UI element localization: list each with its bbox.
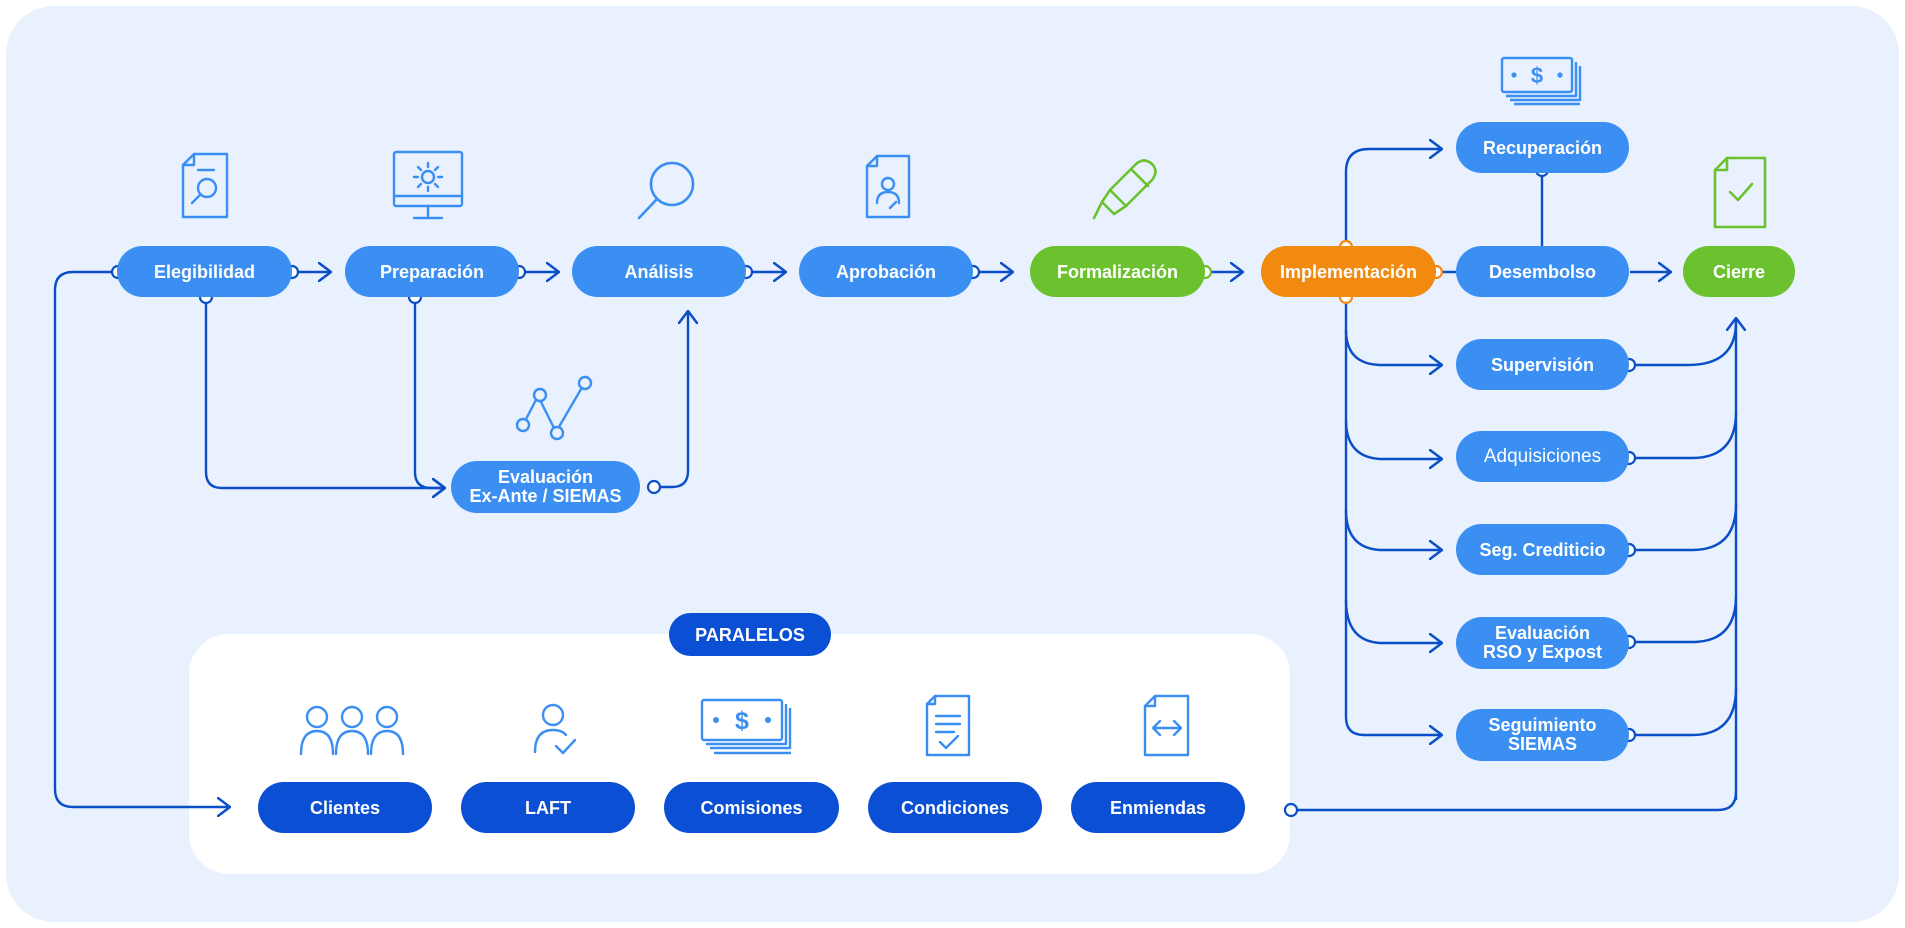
- seguimiento-to-cierre: [1629, 687, 1738, 737]
- monitor-gear-icon: [392, 150, 464, 220]
- node-implementacion[interactable]: Implementación: [1261, 246, 1436, 297]
- node-label: Supervisión: [1490, 354, 1595, 375]
- arrow-to-seg-crediticio: [1344, 509, 1442, 550]
- node-label: Desembolso: [1488, 261, 1597, 282]
- document-check-icon: [1713, 156, 1767, 229]
- node-label: Clientes: [309, 797, 381, 818]
- arrow-implementacion-recuperacion: [1344, 149, 1442, 247]
- document-person-icon: [865, 154, 911, 219]
- document-search-icon: [181, 152, 229, 219]
- port-dot: [1283, 802, 1299, 818]
- node-label: Enmiendas: [1109, 797, 1207, 818]
- node-label: Elegibilidad: [153, 261, 255, 282]
- node-adquisiciones[interactable]: Adquisiciones: [1456, 431, 1629, 482]
- paralelos-to-cierre: [1291, 791, 1738, 812]
- implementacion-trunk: [1344, 297, 1365, 737]
- node-recuperacion[interactable]: Recuperación: [1456, 122, 1629, 173]
- pen-icon: [1092, 159, 1157, 220]
- magnifier-icon: [637, 161, 695, 220]
- node-cierre[interactable]: Cierre: [1683, 246, 1795, 297]
- node-preparacion[interactable]: Preparación: [345, 246, 519, 297]
- node-aprobacion[interactable]: Aprobación: [799, 246, 973, 297]
- arrow-to-adquisiciones: [1344, 419, 1442, 459]
- node-evaluacion-exante[interactable]: Evaluación Ex-Ante / SIEMAS: [451, 461, 640, 513]
- evaluacion-rso-to-cierre: [1629, 595, 1738, 644]
- port-dot: [646, 479, 662, 495]
- money-stack-icon: $: [1500, 56, 1582, 106]
- money-stack-icon: $: [700, 698, 792, 755]
- node-elegibilidad[interactable]: Elegibilidad: [117, 246, 292, 297]
- node-label: Condiciones: [900, 797, 1009, 818]
- person-check-icon: [533, 703, 577, 755]
- people-group-icon: [299, 705, 405, 756]
- checklist-document-icon: [925, 694, 971, 757]
- node-enmiendas[interactable]: Enmiendas: [1071, 782, 1245, 833]
- elegibilidad-to-paralelos: [53, 270, 230, 807]
- node-label: Aprobación: [835, 261, 936, 282]
- node-label: Seg. Crediticio: [1479, 539, 1606, 560]
- node-laft[interactable]: LAFT: [461, 782, 635, 833]
- node-label: LAFT: [525, 797, 571, 818]
- seg-crediticio-to-cierre: [1629, 503, 1738, 552]
- node-label: Seguimiento SIEMAS: [1488, 715, 1597, 754]
- supervision-to-cierre: [1629, 321, 1738, 367]
- node-supervision[interactable]: Supervisión: [1456, 339, 1629, 390]
- node-label: Comisiones: [700, 797, 803, 818]
- arrow-to-supervision: [1344, 329, 1442, 365]
- node-label: Formalización: [1056, 261, 1179, 282]
- node-condiciones[interactable]: Condiciones: [868, 782, 1042, 833]
- arrow-to-evaluacion-rso: [1344, 599, 1442, 643]
- svg-text:$: $: [735, 707, 749, 735]
- node-evaluacion-rso[interactable]: Evaluación RSO y Expost: [1456, 617, 1629, 669]
- node-analisis[interactable]: Análisis: [572, 246, 746, 297]
- elegibilidad-to-evaluacion: [204, 297, 445, 488]
- preparacion-to-evaluacion: [413, 297, 445, 488]
- line-graph-icon: [515, 375, 593, 441]
- svg-text:$: $: [1531, 63, 1543, 88]
- node-label: Preparación: [379, 261, 485, 282]
- node-label: Recuperación: [1482, 137, 1603, 158]
- node-label: Evaluación Ex-Ante / SIEMAS: [469, 467, 622, 506]
- node-label: Evaluación RSO y Expost: [1482, 623, 1603, 662]
- paralelos-title: PARALELOS: [669, 613, 831, 656]
- adquisiciones-to-cierre: [1629, 411, 1738, 460]
- node-clientes[interactable]: Clientes: [258, 782, 432, 833]
- node-formalizacion[interactable]: Formalización: [1030, 246, 1205, 297]
- paralelos-title-label: PARALELOS: [695, 624, 805, 645]
- node-label: Análisis: [624, 261, 694, 282]
- document-exchange-icon: [1143, 694, 1190, 757]
- node-seg-crediticio[interactable]: Seg. Crediticio: [1456, 524, 1629, 575]
- node-label: Implementación: [1279, 261, 1418, 282]
- node-seguimiento-siemas[interactable]: Seguimiento SIEMAS: [1456, 709, 1629, 761]
- node-label: Cierre: [1712, 261, 1766, 282]
- node-comisiones[interactable]: Comisiones: [664, 782, 839, 833]
- evaluacion-to-analisis: [654, 311, 688, 489]
- node-label: Adquisiciones: [1483, 445, 1602, 467]
- node-desembolso[interactable]: Desembolso: [1456, 246, 1629, 297]
